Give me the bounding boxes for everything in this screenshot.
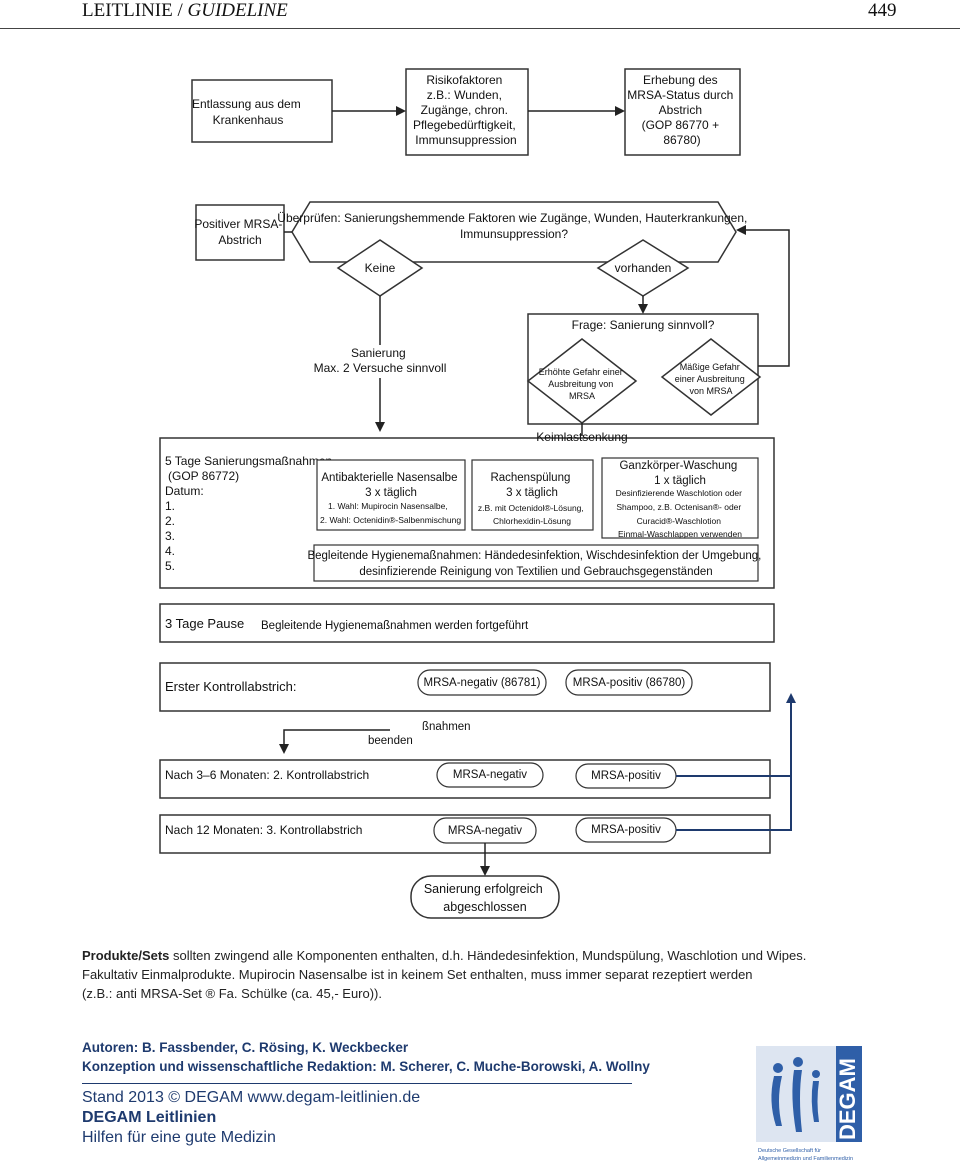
end-label: beenden — [368, 735, 413, 747]
pos1-box — [565, 669, 693, 696]
moderate-risk-diamond — [660, 338, 762, 416]
high-risk-text: Erhöhte Gefahr einer Ausbreitung von MRS… — [539, 367, 626, 401]
page-number: 449 — [868, 0, 897, 21]
pos3-label: MRSA-positiv — [591, 824, 661, 836]
loop-moderate-to-check — [736, 225, 790, 367]
degam-logo: DEGAM Deutsche Gesellschaft für Allgemei… — [756, 1046, 862, 1162]
pos1-label: MRSA-positiv (86780) — [573, 677, 686, 689]
products-note: Produkte/Sets sollten zwingend alle Komp… — [82, 946, 862, 1003]
authors: Autoren: B. Fassbender, C. Rösing, K. We… — [82, 1040, 409, 1055]
positive-swab-text: Positiver MRSA- Abstrich — [194, 217, 285, 247]
body-wash-box — [601, 457, 759, 539]
sanierung-text: Sanierung Max. 2 Versuche sinnvoll — [314, 346, 447, 375]
present-label: vorhanden — [615, 261, 672, 275]
neg3-label: MRSA-negativ — [448, 825, 522, 837]
header-title-italic: GUIDELINE — [187, 0, 288, 21]
pos2-label: MRSA-positiv — [591, 770, 661, 782]
second-control-label: Nach 3–6 Monaten: 2. Kontrollabstrich — [165, 768, 369, 782]
neg2-box — [436, 762, 544, 788]
five-days-text: 5 Tage Sanierungsmaßnahmen (GOP 86772) D… — [165, 454, 336, 573]
neg1-box — [417, 669, 547, 696]
body-wash-details: Desinfizierende Waschlotion oder Shampoo… — [616, 488, 745, 539]
credits: Autoren: B. Fassbender, C. Rösing, K. We… — [82, 1038, 650, 1076]
none-label: Keine — [365, 261, 396, 275]
products-line2: Fakultativ Einmalprodukte. Mupirocin Nas… — [82, 967, 753, 982]
logo-figures — [771, 1057, 820, 1132]
success-box — [410, 875, 560, 919]
third-control-label: Nach 12 Monaten: 3. Kontrollabstrich — [165, 823, 362, 837]
throat-rinse-box — [471, 459, 594, 531]
moderate-risk-text: Mäßige Gefahr einer Ausbreitung von MRSA — [675, 362, 748, 396]
editors: Konzeption und wissenschaftliche Redakti… — [82, 1059, 650, 1074]
hygiene-box — [313, 544, 759, 582]
throat-rinse-title: Rachenspülung 3 x täglich — [490, 472, 573, 499]
nasal-ointment-title: Antibakterielle Nasensalbe 3 x täglich — [321, 472, 460, 499]
success-text: Sanierung erfolgreich abgeschlossen — [424, 882, 546, 914]
pause-label: 3 Tage Pause — [165, 616, 244, 631]
body-wash-title: Ganzkörper-Waschung 1 x täglich — [619, 460, 740, 487]
header-title-plain: LEITLINIE / — [82, 0, 188, 21]
neg1-label: MRSA-negativ (86781) — [424, 677, 541, 689]
footer-info: Stand 2013 © DEGAM www.degam-leitlinien.… — [82, 1088, 420, 1148]
hygiene-text: Begleitende Hygienemaßnahmen: Händedesin… — [307, 550, 764, 578]
keimlast-label: Keimlastsenkung — [536, 430, 627, 444]
credits-rule — [82, 1083, 632, 1084]
discharge-text: Entlassung aus dem Krankenhaus — [192, 97, 304, 127]
check-text: Überprüfen: Sanierungshemmende Faktoren … — [277, 211, 750, 241]
nasal-ointment-details: 1. Wahl: Mupirocin Nasensalbe, 2. Wahl: … — [320, 501, 461, 525]
header-title: LEITLINIE / GUIDELINE — [82, 0, 288, 22]
survey-text: Erhebung des MRSA-Status durch Abstrich … — [627, 73, 736, 147]
loop-pos3-back — [676, 776, 792, 831]
pause-box — [159, 603, 775, 643]
pause-text: Begleitende Hygienemaßnahmen werden fort… — [261, 620, 529, 632]
page-header: LEITLINIE / GUIDELINE 449 — [0, 0, 960, 29]
risk-factors-box — [405, 68, 529, 156]
risk-factors-text: Risikofaktoren z.B.: Wunden, Zugänge, ch… — [413, 73, 519, 147]
discharge-box — [191, 79, 333, 143]
tagline: Hilfen für eine gute Medizin — [82, 1129, 276, 1146]
first-control-label: Erster Kontrollabstrich: — [165, 679, 297, 694]
throat-rinse-details: z.B. mit Octenidol®-Lösung, Chlorhexidin… — [478, 503, 586, 526]
neg2-label: MRSA-negativ — [453, 769, 527, 781]
logo-wordmark: DEGAM — [835, 1058, 860, 1140]
stand-line: Stand 2013 © DEGAM www.degam-leitlinien.… — [82, 1089, 421, 1106]
degam-name: DEGAM Leitlinien — [82, 1109, 217, 1126]
products-label: Produkte/Sets — [82, 948, 170, 963]
nasal-ointment-box — [316, 459, 466, 531]
measures-fragment: ßnahmen — [422, 721, 471, 733]
survey-box — [624, 68, 741, 156]
positive-swab-box — [195, 204, 285, 261]
logo-caption: Deutsche Gesellschaft für Allgemeinmediz… — [758, 1148, 853, 1162]
products-text: sollten zwingend alle Komponenten enthal… — [169, 948, 807, 963]
flowchart: Entlassung aus dem Krankenhaus Risikofak… — [159, 68, 796, 919]
question-text: Frage: Sanierung sinnvoll? — [572, 318, 715, 332]
logo-band — [836, 1046, 862, 1142]
arrow-to-second-control — [279, 729, 390, 754]
products-line3: (z.B.: anti MRSA-Set ® Fa. Schülke (ca. … — [82, 986, 383, 1001]
